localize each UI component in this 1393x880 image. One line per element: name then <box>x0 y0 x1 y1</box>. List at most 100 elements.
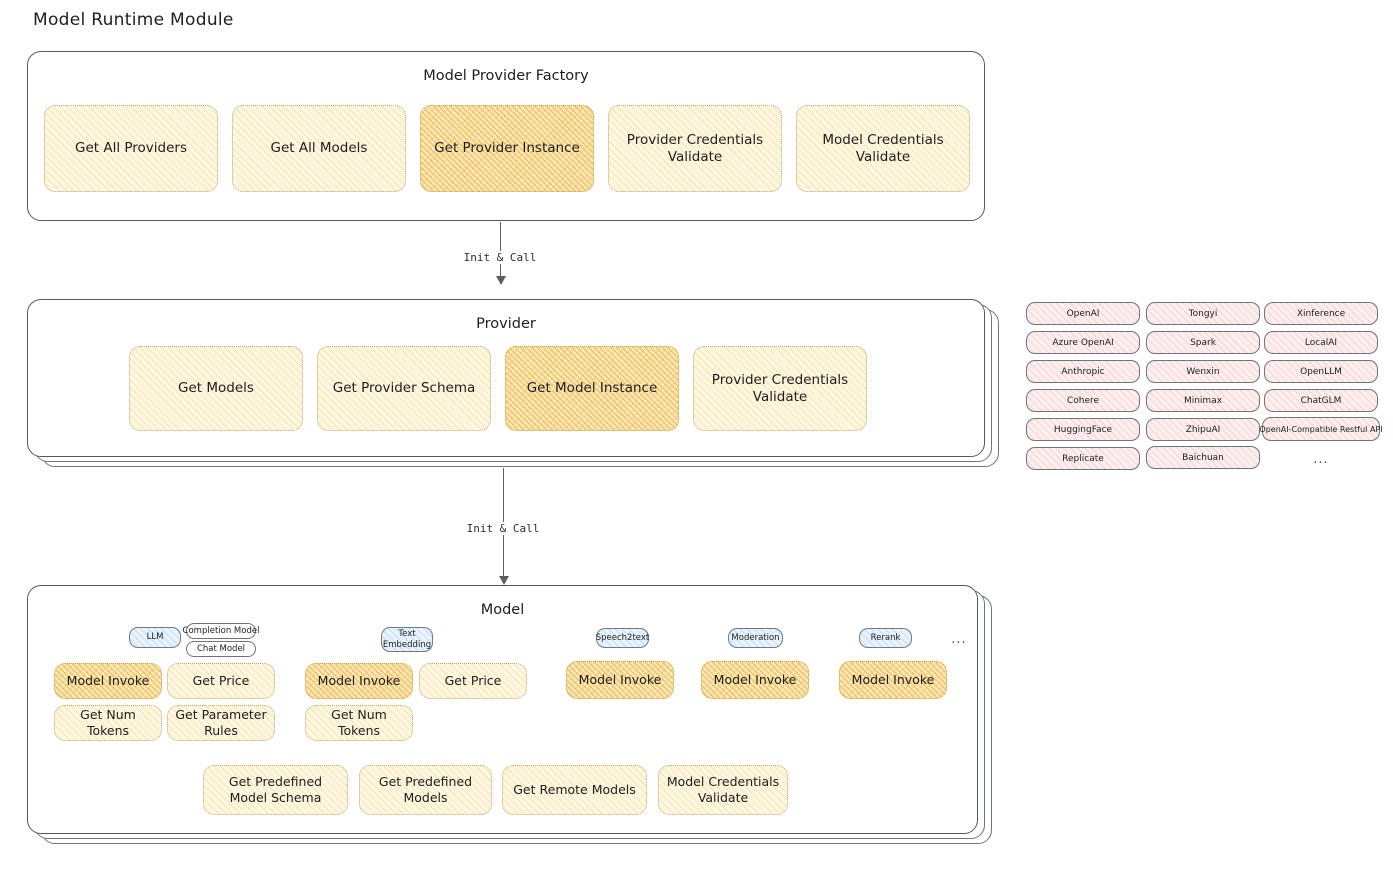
model-type-label: Speech2text <box>595 632 650 643</box>
factory-box-label: Model Credentials Validate <box>822 131 944 165</box>
factory-box-get-all-providers[interactable]: Get All Providers <box>44 105 218 192</box>
model-types-more-ellipsis: ... <box>951 632 967 647</box>
provider-box-get-models[interactable]: Get Models <box>129 346 303 431</box>
factory-box-label: Get Provider Instance <box>434 140 580 157</box>
method-label: Get Price <box>192 673 250 689</box>
method-label: Model Invoke <box>66 673 150 689</box>
provider-chip-cohere[interactable]: Cohere <box>1026 389 1140 412</box>
method-label: Model Invoke <box>851 672 935 688</box>
arrow-label-init-and-call-1: Init & Call <box>458 251 542 264</box>
arrow-label-init-and-call-2: Init & Call <box>461 522 545 535</box>
method-label: Model Invoke <box>317 673 401 689</box>
factory-box-get-provider-instance[interactable]: Get Provider Instance <box>420 105 594 192</box>
llm-method-model-invoke[interactable]: Model Invoke <box>54 663 162 699</box>
model-subtype-chip-chat-model[interactable]: Chat Model <box>186 641 256 657</box>
provider-box-label: Provider Credentials Validate <box>711 371 849 405</box>
model-type-chip-llm[interactable]: LLM <box>129 627 181 648</box>
provider-chip-label: HuggingFace <box>1053 424 1113 435</box>
provider-list-more-ellipsis: ... <box>1313 452 1329 467</box>
provider-box-label: Get Models <box>178 380 254 397</box>
model-subtype-label: Chat Model <box>196 644 246 654</box>
llm-method-get-price[interactable]: Get Price <box>167 663 275 699</box>
provider-box-provider-credentials-validate[interactable]: Provider Credentials Validate <box>693 346 867 431</box>
model-type-label: LLM <box>146 632 164 643</box>
model-type-chip-text-embedding[interactable]: Text Embedding <box>381 627 433 652</box>
method-label: Model Invoke <box>713 672 797 688</box>
llm-method-get-parameter-rules[interactable]: Get Parameter Rules <box>167 705 275 741</box>
model-subtype-chip-completion-model[interactable]: Completion Model <box>183 623 259 639</box>
provider-chip-label: Wenxin <box>1186 366 1220 377</box>
provider-chip-label: Azure OpenAI <box>1052 337 1114 348</box>
model-type-label: Text Embedding <box>382 629 432 650</box>
provider-chip-localai[interactable]: LocalAI <box>1264 331 1378 354</box>
provider-chip-chatglm[interactable]: ChatGLM <box>1264 389 1378 412</box>
provider-chip-azure-openai[interactable]: Azure OpenAI <box>1026 331 1140 354</box>
provider-chip-spark[interactable]: Spark <box>1146 331 1260 354</box>
speech2text-method-model-invoke[interactable]: Model Invoke <box>566 661 674 699</box>
provider-chip-huggingface[interactable]: HuggingFace <box>1026 418 1140 441</box>
arrow-factory-to-provider-line <box>500 222 501 278</box>
method-label: Get Num Tokens <box>80 707 136 738</box>
provider-chip-label: Xinference <box>1296 308 1346 319</box>
text-embedding-method-get-price[interactable]: Get Price <box>419 663 527 699</box>
model-type-chip-speech2text[interactable]: Speech2text <box>596 628 649 648</box>
factory-box-label: Get All Providers <box>75 140 187 157</box>
provider-chip-label: Cohere <box>1066 395 1100 406</box>
llm-method-get-num-tokens[interactable]: Get Num Tokens <box>54 705 162 741</box>
provider-chip-openllm[interactable]: OpenLLM <box>1264 360 1378 383</box>
provider-chip-baichuan[interactable]: Baichuan <box>1146 446 1260 469</box>
model-provider-factory-title: Model Provider Factory <box>423 68 589 84</box>
model-type-chip-rerank[interactable]: Rerank <box>859 628 912 648</box>
provider-box-label: Get Model Instance <box>526 380 658 397</box>
provider-chip-openai[interactable]: OpenAI <box>1026 302 1140 325</box>
method-label: Get Predefined Model Schema <box>228 774 323 805</box>
provider-chip-label: Tongyi <box>1188 308 1218 319</box>
rerank-method-model-invoke[interactable]: Model Invoke <box>839 661 947 699</box>
model-type-label: Rerank <box>870 632 901 643</box>
arrow-factory-to-provider-head <box>495 276 506 285</box>
model-method-get-remote-models[interactable]: Get Remote Models <box>502 765 647 815</box>
provider-box-get-model-instance[interactable]: Get Model Instance <box>505 346 679 431</box>
provider-chip-label: Replicate <box>1062 453 1104 464</box>
model-method-model-credentials-validate[interactable]: Model Credentials Validate <box>658 765 788 815</box>
method-label: Get Price <box>444 673 502 689</box>
method-label: Get Num Tokens <box>331 707 387 738</box>
moderation-method-model-invoke[interactable]: Model Invoke <box>701 661 809 699</box>
provider-chip-zhipuai[interactable]: ZhipuAI <box>1146 418 1260 441</box>
provider-chip-label: Baichuan <box>1182 452 1224 463</box>
arrow-provider-to-model-head <box>498 576 509 585</box>
provider-chip-label: Minimax <box>1183 395 1223 406</box>
method-label: Get Remote Models <box>513 782 636 798</box>
method-label: Get Parameter Rules <box>175 707 267 738</box>
provider-chip-label: OpenAI <box>1066 308 1100 319</box>
page-title: Model Runtime Module <box>33 10 234 30</box>
provider-chip-openai-compatible-restful-api[interactable]: OpenAI-Compatible Restful API <box>1259 417 1383 441</box>
text-embedding-method-model-invoke[interactable]: Model Invoke <box>305 663 413 699</box>
method-label: Model Credentials Validate <box>666 774 780 805</box>
model-subtype-label: Completion Model <box>182 626 260 636</box>
provider-chip-tongyi[interactable]: Tongyi <box>1146 302 1260 325</box>
provider-chip-label: OpenAI-Compatible Restful API <box>1259 424 1383 434</box>
model-method-get-predefined-model-schema[interactable]: Get Predefined Model Schema <box>203 765 348 815</box>
provider-chip-label: ZhipuAI <box>1185 424 1221 435</box>
provider-title: Provider <box>476 316 536 332</box>
provider-chip-label: Anthropic <box>1061 366 1105 377</box>
text-embedding-method-get-num-tokens[interactable]: Get Num Tokens <box>305 705 413 741</box>
provider-box-get-provider-schema[interactable]: Get Provider Schema <box>317 346 491 431</box>
provider-chip-label: Spark <box>1190 337 1216 348</box>
provider-chip-replicate[interactable]: Replicate <box>1026 447 1140 470</box>
provider-chip-label: LocalAI <box>1304 337 1338 348</box>
model-type-label: Moderation <box>731 632 780 643</box>
factory-box-get-all-models[interactable]: Get All Models <box>232 105 406 192</box>
model-type-chip-moderation[interactable]: Moderation <box>728 628 783 648</box>
provider-chip-wenxin[interactable]: Wenxin <box>1146 360 1260 383</box>
factory-box-model-credentials-validate[interactable]: Model Credentials Validate <box>796 105 970 192</box>
factory-box-provider-credentials-validate[interactable]: Provider Credentials Validate <box>608 105 782 192</box>
factory-box-label: Get All Models <box>270 140 368 157</box>
model-title: Model <box>480 602 525 618</box>
provider-chip-anthropic[interactable]: Anthropic <box>1026 360 1140 383</box>
model-method-get-predefined-models[interactable]: Get Predefined Models <box>359 765 492 815</box>
provider-chip-minimax[interactable]: Minimax <box>1146 389 1260 412</box>
provider-chip-xinference[interactable]: Xinference <box>1264 302 1378 325</box>
